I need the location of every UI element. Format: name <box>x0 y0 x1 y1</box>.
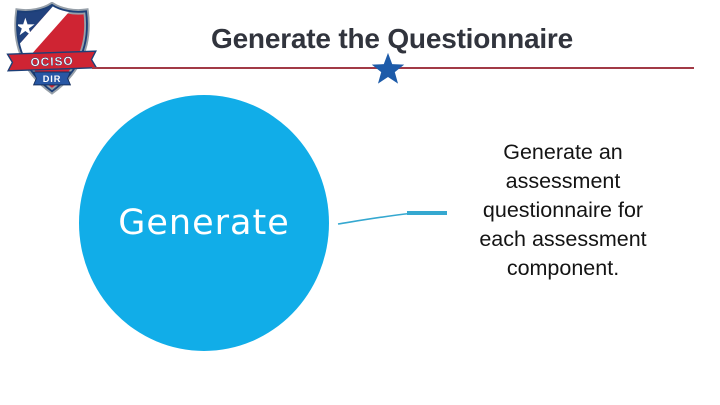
logo-banner-text: OCISO <box>30 54 74 69</box>
callout-line: questionnaire for <box>482 198 644 222</box>
generate-circle: Generate <box>79 95 329 351</box>
star-icon <box>371 52 405 84</box>
callout-connector-line <box>337 211 447 225</box>
ociso-ribbon: OCISO <box>6 50 98 72</box>
callout-text: Generate an assessment questionnaire for… <box>455 138 671 283</box>
dir-banner: DIR <box>32 71 72 86</box>
logo-sub-banner-text: DIR <box>43 74 62 84</box>
circle-label: Generate <box>118 203 290 243</box>
ociso-dir-logo: ★ OCISO DIR <box>6 2 98 95</box>
slide-title: Generate the Questionnaire <box>210 23 573 54</box>
callout-line: assessment <box>505 169 621 193</box>
callout-line: component. <box>506 256 620 280</box>
callout-line: Generate an <box>503 140 623 164</box>
callout-line: each assessment <box>479 227 647 251</box>
flag-star-icon: ★ <box>15 13 36 41</box>
